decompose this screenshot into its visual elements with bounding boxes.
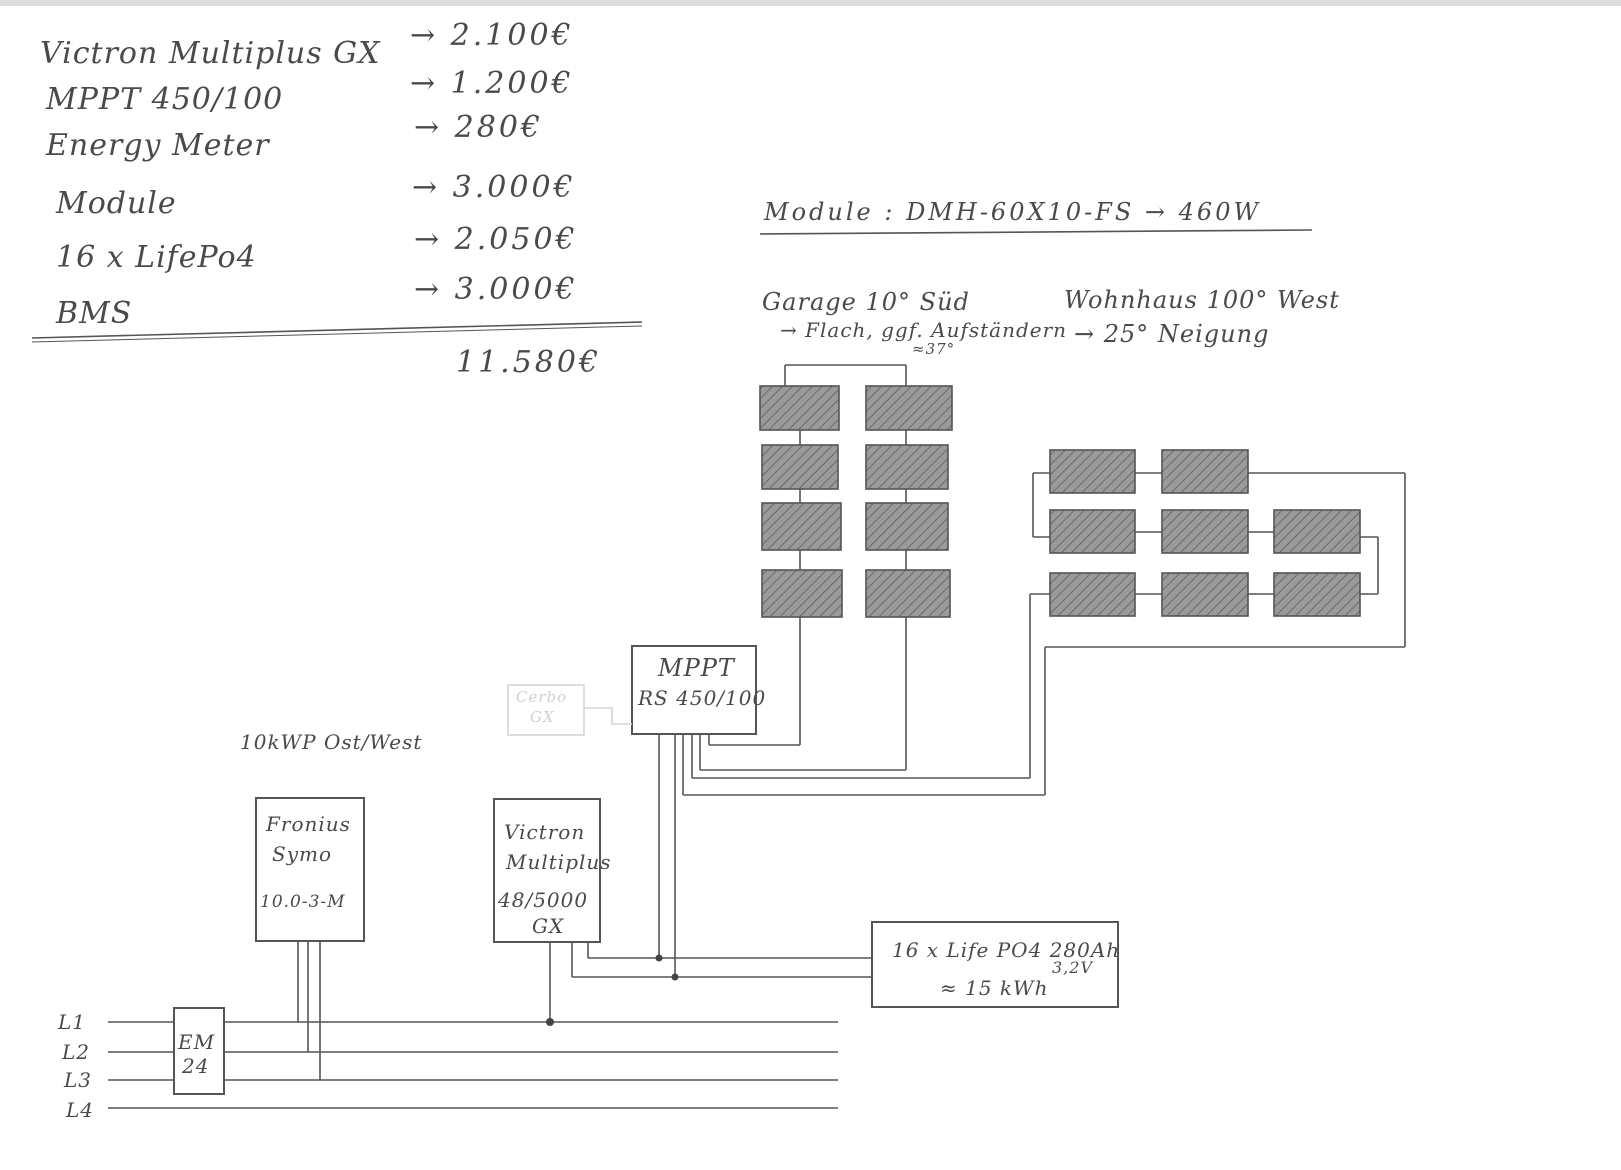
solar-panel — [761, 502, 842, 551]
phase-label-l1: L1 — [58, 1010, 87, 1034]
cost-separator-line — [31, 321, 643, 339]
module-header: Module : DMH-60X10-FS → 460W — [764, 198, 1262, 226]
victron-model: Multiplus — [506, 850, 612, 874]
solar-panel — [1049, 449, 1136, 494]
garage-angle: ≈37° — [912, 340, 956, 358]
top-border — [0, 0, 1621, 6]
cost-item-price: → 1.200€ — [410, 66, 574, 101]
mppt-model: RS 450/100 — [638, 686, 767, 710]
solar-panel — [1161, 449, 1249, 494]
solar-panel — [759, 385, 840, 431]
wohnhaus-panel-array — [1029, 449, 1406, 795]
fronius-model: Symo — [272, 842, 333, 866]
junction-dot — [655, 954, 663, 962]
mppt-box — [631, 645, 757, 735]
battery-label: 16 x Life PO4 280Ah — [892, 938, 1121, 962]
cost-item-price: → 2.100€ — [410, 18, 574, 53]
module-header-underline — [759, 229, 1313, 235]
cost-item-name: MPPT 450/100 — [46, 82, 284, 117]
mppt-label: MPPT — [658, 654, 735, 682]
phase-label-l3: L3 — [64, 1068, 93, 1092]
cerbo-label: Cerbo — [516, 688, 568, 706]
fronius-type: 10.0-3-M — [260, 892, 346, 912]
cost-item-price: → 3.000€ — [412, 170, 576, 205]
wohnhaus-note: → 25° Neigung — [1074, 320, 1270, 348]
cost-item-price: → 3.000€ — [414, 272, 578, 307]
solar-panel — [1161, 572, 1249, 617]
solar-panel — [1161, 509, 1249, 554]
cost-item-name: BMS — [56, 296, 133, 331]
fronius-box — [255, 797, 365, 942]
solar-panel — [1273, 572, 1361, 617]
cerbo-label-2: GX — [530, 708, 555, 726]
solar-panel — [761, 569, 843, 618]
garage-panel-array — [759, 364, 953, 770]
em24-label: EM — [178, 1030, 216, 1054]
solar-panel — [865, 444, 949, 490]
cost-item-name: 16 x LifePo4 — [56, 240, 257, 275]
battery-capacity: ≈ 15 kWh — [940, 976, 1049, 1000]
victron-gx: GX — [532, 914, 565, 938]
battery-voltage: 3,2V — [1052, 958, 1093, 977]
cost-item-name: Module — [56, 186, 177, 221]
cost-item-name: Victron Multiplus GX — [40, 36, 381, 71]
cost-item-price: → 2.050€ — [414, 222, 578, 257]
solar-panel — [865, 502, 949, 551]
victron-rating: 48/5000 — [498, 888, 589, 912]
solar-panel — [1049, 572, 1136, 617]
em24-model: 24 — [182, 1054, 210, 1078]
cost-item-price: → 280€ — [414, 110, 544, 145]
wohnhaus-title: Wohnhaus 100° West — [1064, 286, 1340, 314]
victron-box — [493, 798, 601, 943]
junction-dot — [546, 1018, 554, 1026]
cost-total: 11.580€ — [456, 345, 602, 380]
phase-label-l4: L4 — [66, 1098, 95, 1122]
phase-label-l2: L2 — [62, 1040, 91, 1064]
battery-box — [871, 921, 1119, 1008]
fronius-name: Fronius — [266, 812, 351, 836]
solar-panel — [1273, 509, 1361, 554]
garage-note: → Flach, ggf. Aufständern — [780, 318, 1068, 342]
solar-panel — [1049, 509, 1136, 554]
victron-name: Victron — [504, 820, 586, 844]
solar-panel — [865, 569, 951, 618]
existing-pv-label: 10kWP Ost/West — [240, 730, 423, 754]
solar-panel — [865, 385, 953, 431]
em24-box — [173, 1007, 225, 1095]
junction-dot — [671, 973, 679, 981]
cerbo-gx-box — [507, 684, 585, 736]
garage-title: Garage 10° Süd — [762, 288, 970, 316]
solar-panel — [761, 444, 839, 490]
cost-item-name: Energy Meter — [46, 128, 270, 163]
cost-separator-line-2 — [31, 325, 643, 343]
